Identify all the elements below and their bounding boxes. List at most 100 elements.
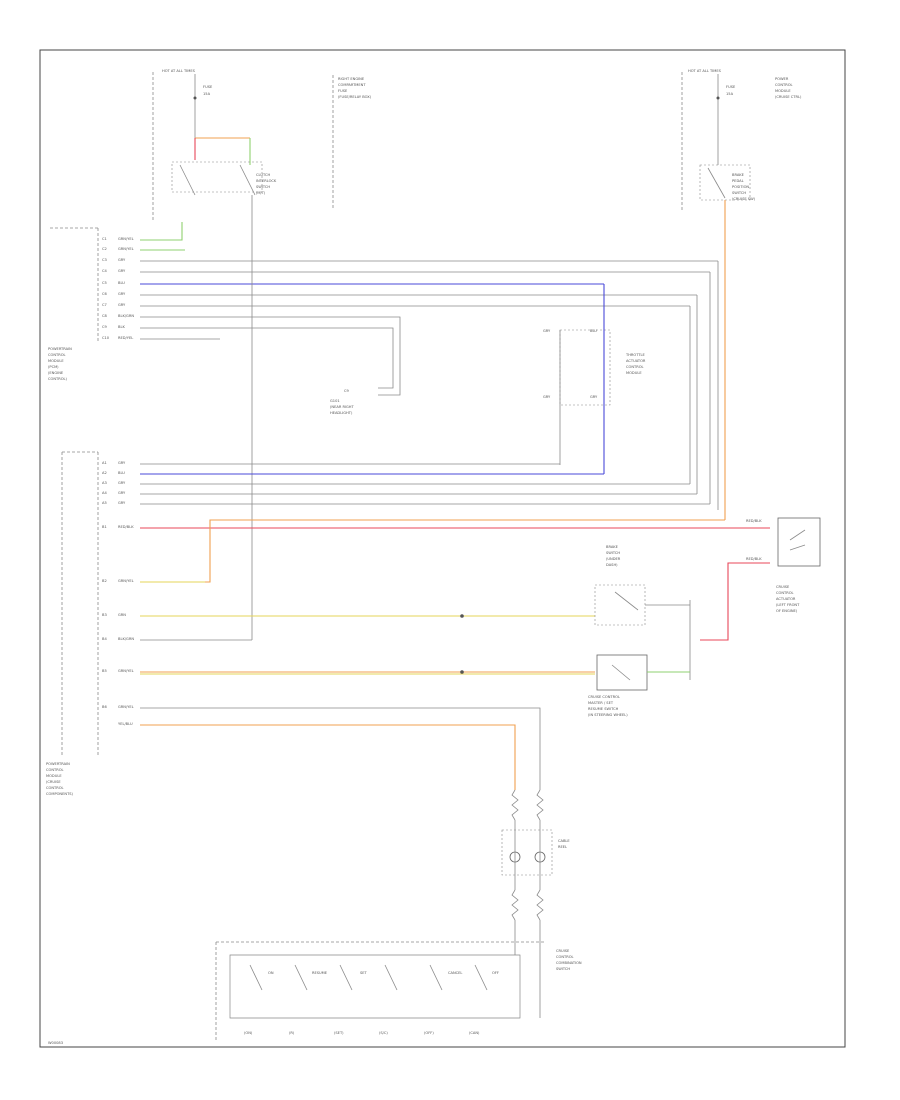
clutch-switch: CLUTCH INTERLOCK SWITCH (M/T) [171,137,277,196]
svg-text:A2: A2 [102,471,107,475]
fuse-left-label-1: HOT AT ALL TIMES [162,69,196,73]
svg-text:C6: C6 [102,292,108,296]
actuator-label-1: CRUISE [776,585,790,589]
svg-text:GRY: GRY [118,481,126,485]
svg-text:A5: A5 [102,501,107,505]
svg-text:BLU: BLU [590,329,597,333]
ecm-top-label-6: CONTROL) [48,377,68,381]
svg-text:B5: B5 [102,669,107,673]
svg-text:RED/BLK: RED/BLK [118,525,134,529]
svg-text:GRY: GRY [118,269,126,273]
svg-text:(SET): (SET) [334,1031,344,1035]
fuse-note-right-3: MODULE [775,89,791,93]
fuse-note-right-2: CONTROL [775,83,793,87]
fuse-note-right-4: (CRUISE CTRL) [775,95,802,99]
cruise-switch-label-1: CRUISE CONTROL [588,695,620,699]
ecm-top-label-3: MODULE [48,359,64,363]
fuse-box-right: HOT AT ALL TIMES FUSE 15A POWER CONTROL … [681,69,802,210]
svg-text:C1: C1 [102,237,107,241]
brake-label-3: POSITION [732,185,749,189]
svg-text:B6: B6 [102,705,107,709]
diagram-frame [39,49,846,1048]
svg-text:GRN/YEL: GRN/YEL [118,579,134,583]
cable-reel: CABLE REEL CRUISE CONTROL COMBINATION SW… [501,789,582,971]
cruise-ground: C9 G101 (NEAR RIGHT HEADLIGHT) [330,389,355,415]
brake-pedal-switch: BRAKE PEDAL POSITION SWITCH (CRUISE SW) [699,164,756,520]
ground-label-1: G101 [330,399,340,403]
brake-label-2: PEDAL [732,179,744,183]
switch-label-resume: RESUME [312,971,328,975]
combo-switch-label-3: COMBINATION [556,961,582,965]
brake2-label-1: BRAKE [606,545,619,549]
clutch-label-3: SWITCH [256,185,270,189]
svg-text:BLK: BLK [118,325,125,329]
actuator-label-2: CONTROL [776,591,794,595]
svg-text:C9: C9 [102,325,108,329]
actuator-label-3: ACTUATOR [776,597,796,601]
cruise-switch-label-2: MASTER / SET [588,701,614,705]
brake-label-1: BRAKE [732,173,745,177]
svg-text:GRY: GRY [118,501,126,505]
svg-text:C2: C2 [102,247,107,251]
svg-text:C5: C5 [102,281,107,285]
ecm-left-label-4: (CRUISE [46,780,61,784]
brake-label-4: SWITCH [732,191,746,195]
cable-reel-label-1: CABLE [558,839,570,843]
upper-wires [140,195,718,640]
connector-upper: C1 C2 C3 C4 C5 C6 C7 C8 C9 C10 GRN/YEL G… [48,227,134,381]
svg-text:GRY: GRY [543,395,551,399]
fuse-note-top-1: RIGHT ENGINE [338,77,365,81]
fuse-right-label-1: HOT AT ALL TIMES [688,69,722,73]
fuse-right-label-2: FUSE [726,85,736,89]
throttle-label-1: THROTTLE [625,353,646,357]
brake2-label-4: DASH) [606,563,618,567]
ecm-top-label-1: POWERTRAIN [48,347,72,351]
svg-text:GRY: GRY [543,329,551,333]
svg-text:(S/C): (S/C) [379,1031,388,1035]
svg-text:BLK/GRN: BLK/GRN [118,637,134,641]
svg-text:GRY: GRY [118,303,126,307]
svg-text:C9: C9 [344,389,350,393]
combo-switch-label-2: CONTROL [556,955,574,959]
throttle-label-4: MODULE [626,371,642,375]
svg-text:A3: A3 [102,481,107,485]
cruise-switch-label-3: RESUME SWITCH [588,707,619,711]
brake2-label-3: (UNDER [606,557,621,561]
svg-text:BLU: BLU [118,471,125,475]
svg-text:A4: A4 [102,491,107,495]
svg-text:GRY: GRY [118,461,126,465]
svg-text:RED/YEL: RED/YEL [118,336,133,340]
brake-label-5: (CRUISE SW) [732,197,756,201]
svg-text:GRN/YEL: GRN/YEL [118,705,134,709]
svg-text:B3: B3 [102,613,107,617]
svg-text:C8: C8 [102,314,108,318]
cruise-control-switch: CRUISE CONTROL MASTER / SET RESUME SWITC… [588,654,690,717]
svg-text:GRY: GRY [118,292,126,296]
svg-text:BLK/GRN: BLK/GRN [118,314,134,318]
bottom-switch-cluster: ON RESUME SET CANCEL OFF (ON) (R) (SET) … [215,941,545,1040]
svg-text:C4: C4 [102,269,108,273]
svg-text:GRY: GRY [590,395,598,399]
fuse-box-left: HOT AT ALL TIMES FUSE 15A [152,69,213,220]
throttle-label-2: ACTUATOR [626,359,646,363]
switch-label-set: SET [360,971,368,975]
svg-text:GRN/YEL: GRN/YEL [118,237,134,241]
svg-text:RED/BLK: RED/BLK [746,519,762,523]
footer-code: W00083 [48,1041,63,1045]
ecm-left-label-1: POWERTRAIN [46,762,70,766]
switch-label-off: OFF [492,971,499,975]
cruise-switch-label-4: (IN STEERING WHEEL) [588,713,628,717]
cable-reel-label-2: REEL [558,845,567,849]
svg-text:(R): (R) [289,1031,295,1035]
svg-text:BLU: BLU [118,281,125,285]
fuse-right-label-3: 15A [726,92,734,96]
connector-lower: A1 A2 A3 A4 A5 B1 B2 B3 B4 B5 B6 GRY BLU… [46,451,134,796]
fuse-note-right-1: POWER [775,77,789,81]
fuse-left-label-3: 15A [203,92,211,96]
fuse-note-top-2: COMPARTMENT [338,83,366,87]
actuator-label-4: (LEFT FRONT [776,603,800,607]
clutch-label-4: (M/T) [256,191,266,195]
clutch-label-2: INTERLOCK [256,179,277,183]
ecm-top-label-2: CONTROL [48,353,66,357]
